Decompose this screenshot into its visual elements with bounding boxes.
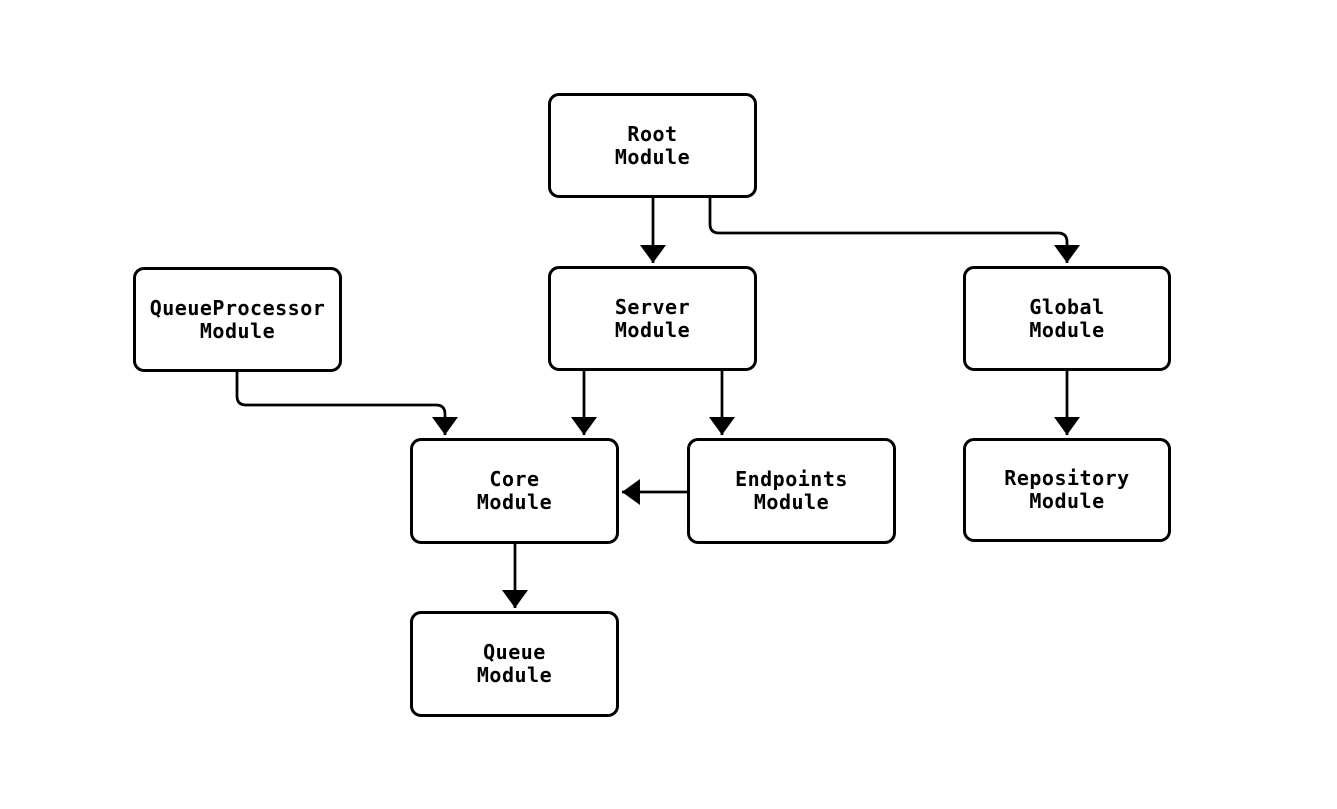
node-global-module-label: Global Module (1029, 294, 1105, 342)
node-repository-module-label: Repository Module (1004, 466, 1130, 513)
node-root-module: Root Module (548, 93, 757, 198)
node-global-module: Global Module (963, 266, 1171, 371)
node-root-module-label: Root Module (614, 121, 691, 169)
node-repository-module: Repository Module (963, 438, 1171, 542)
node-queueprocessor-module-label: QueueProcessor Module (149, 295, 326, 343)
node-core-module: Core Module (410, 438, 619, 544)
node-endpoints-module-label: Endpoints Module (735, 467, 848, 514)
node-queueprocessor-module: QueueProcessor Module (133, 267, 342, 372)
node-queue-module-label: Queue Module (476, 640, 553, 687)
edge-queueprocessor-to-core (235, 372, 458, 435)
node-core-module-label: Core Module (476, 467, 553, 514)
node-server-module-label: Server Module (614, 294, 691, 342)
node-endpoints-module: Endpoints Module (687, 438, 896, 544)
edge-root-to-global (708, 198, 1080, 263)
node-queue-module: Queue Module (410, 611, 619, 717)
node-server-module: Server Module (548, 266, 757, 371)
